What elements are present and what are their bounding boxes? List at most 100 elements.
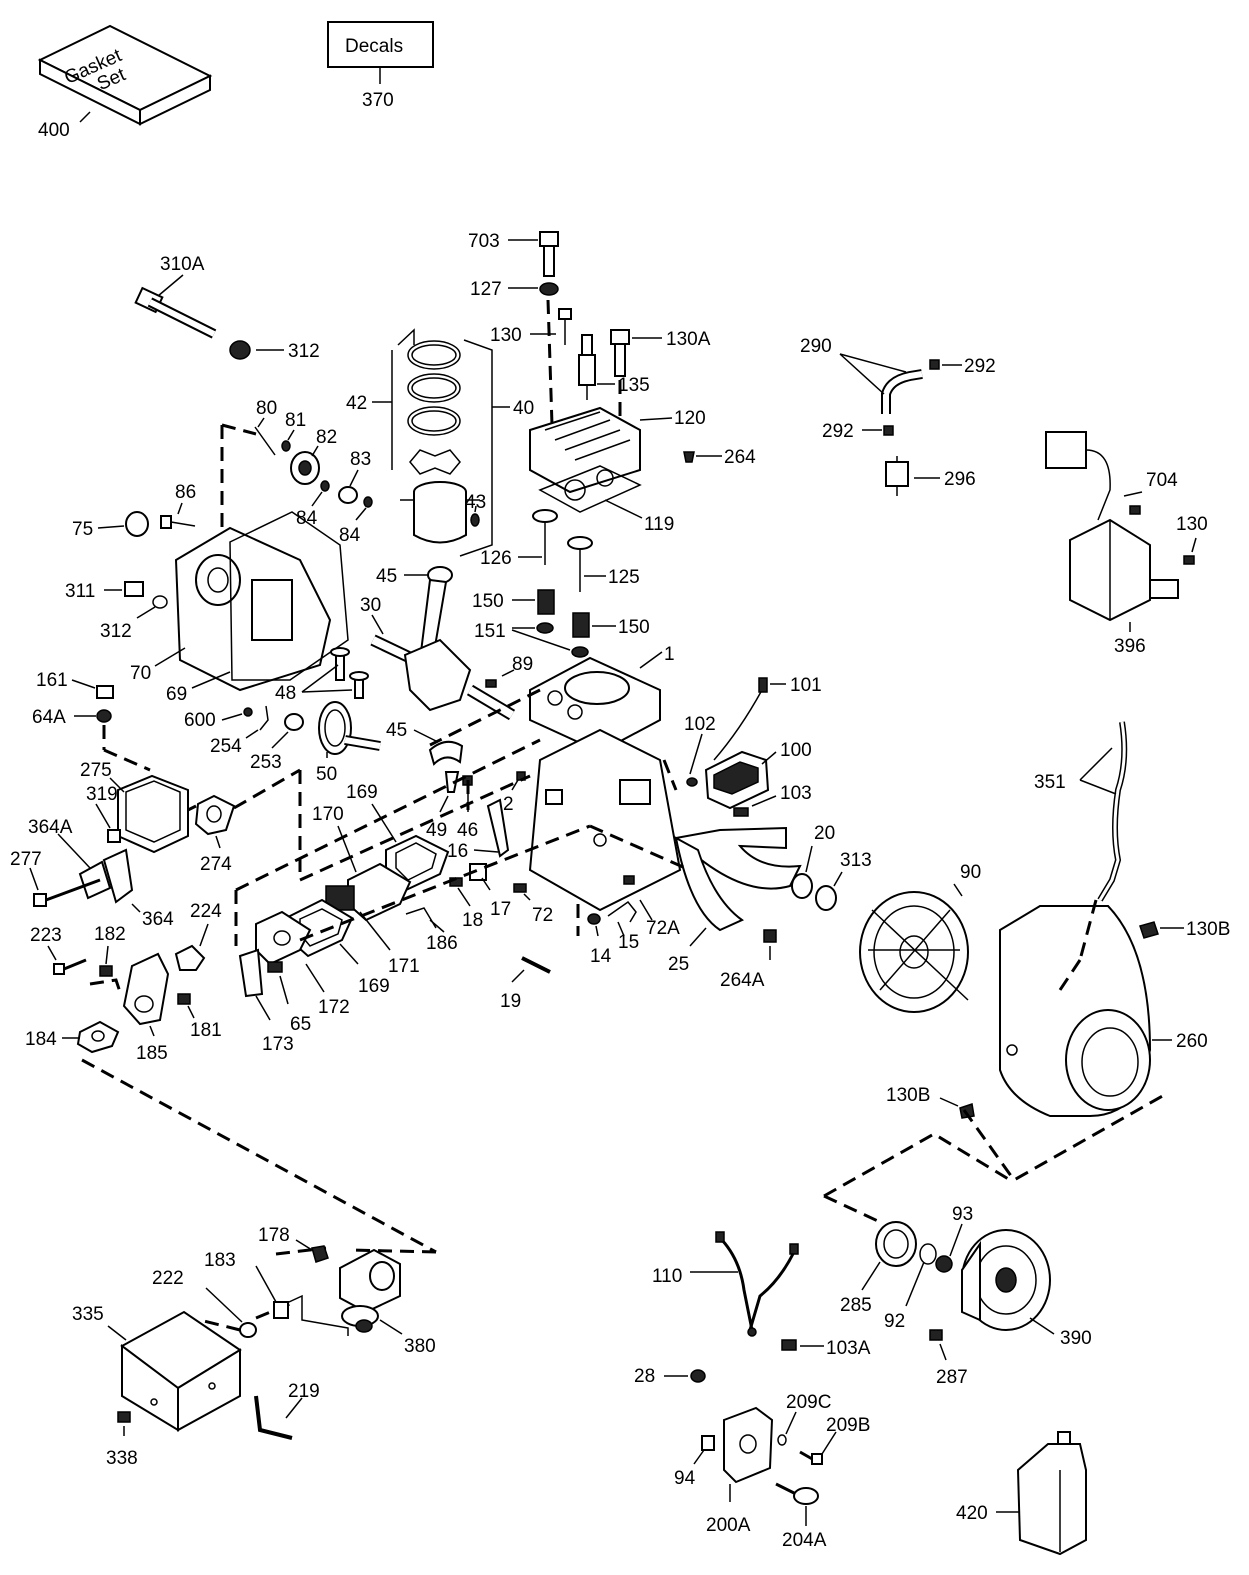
callout-169a: 169 — [346, 782, 378, 803]
callout-703: 703 — [468, 231, 500, 252]
rod-bolt-49 — [444, 771, 460, 793]
screw-65 — [267, 961, 283, 973]
callout-222: 222 — [152, 1268, 184, 1289]
intake-elbow-185 — [122, 952, 170, 1026]
piston-rings-42 — [407, 340, 461, 475]
spark-boot-101 — [758, 677, 768, 693]
callout-42: 42 — [346, 393, 367, 414]
recoil-starter-390 — [961, 1229, 1051, 1331]
rod-219 — [254, 1395, 293, 1440]
dipstick-tube-310A — [134, 286, 217, 339]
callout-338: 338 — [106, 1448, 138, 1469]
plug-600 — [243, 707, 253, 717]
callout-277: 277 — [10, 849, 42, 870]
cylinder-head-120 — [529, 406, 641, 494]
callout-90: 90 — [960, 862, 981, 883]
callout-351: 351 — [1034, 772, 1066, 793]
bushing-253 — [284, 713, 304, 731]
seal-75 — [125, 511, 149, 537]
blower-housing-260 — [999, 905, 1152, 1117]
clamp-292a — [929, 359, 940, 370]
cover-gasket-69 — [229, 511, 349, 681]
oil-bottle-420 — [1016, 1431, 1087, 1556]
decals-box: Decals — [327, 21, 434, 68]
callout-46: 46 — [457, 820, 478, 841]
drain-plug-72A — [623, 875, 635, 885]
callout-72A: 72A — [646, 918, 680, 939]
breather-264 — [683, 451, 695, 463]
spark-plug-135 — [578, 334, 596, 400]
screw-130B-b — [959, 1103, 975, 1119]
bracket-364A — [78, 860, 112, 900]
callout-130A: 130A — [666, 329, 711, 350]
screw-182 — [99, 965, 113, 977]
screw-103A — [781, 1339, 797, 1351]
callout-290: 290 — [800, 336, 832, 357]
screw-130 — [558, 308, 572, 345]
breather-element-171 — [325, 885, 355, 911]
callout-223: 223 — [30, 925, 62, 946]
callout-296: 296 — [944, 469, 976, 490]
callout-311: 311 — [65, 581, 95, 602]
crankshaft-30 — [370, 634, 516, 721]
spring-19 — [521, 956, 551, 974]
callout-370: 370 — [362, 90, 394, 111]
plug-94 — [701, 1435, 715, 1451]
callout-184: 184 — [25, 1029, 57, 1050]
callout-30: 30 — [360, 595, 381, 616]
screw-178 — [311, 1245, 329, 1263]
callout-396: 396 — [1114, 636, 1146, 657]
retainer-151b — [571, 646, 589, 658]
callout-254: 254 — [210, 736, 242, 757]
screw-209B — [799, 1450, 823, 1465]
retainer-151a — [536, 622, 554, 634]
callout-264: 264 — [724, 447, 756, 468]
callout-103: 103 — [780, 783, 812, 804]
callout-182: 182 — [94, 924, 126, 945]
callout-313: 313 — [840, 850, 872, 871]
callout-600: 600 — [184, 710, 216, 731]
brake-15 — [607, 900, 637, 923]
callout-81: 81 — [285, 410, 306, 431]
governor-lever-16 — [486, 798, 510, 858]
callout-125: 125 — [608, 567, 640, 588]
washer-209C — [777, 1434, 787, 1446]
callout-209C: 209C — [786, 1392, 831, 1413]
plug-28 — [690, 1369, 706, 1383]
callout-292a: 292 — [964, 356, 996, 377]
callout-84b: 84 — [339, 525, 361, 546]
callout-69: 69 — [166, 684, 187, 705]
screw-319 — [107, 829, 121, 843]
screw-287 — [929, 1329, 943, 1341]
decals-label: Decals — [345, 36, 403, 57]
callout-16: 16 — [447, 841, 468, 862]
callout-171: 171 — [388, 956, 420, 977]
governor-gear-82 — [290, 451, 320, 485]
callout-169b: 169 — [358, 976, 390, 997]
breather-tube-173 — [238, 948, 264, 998]
valve-126 — [532, 509, 558, 565]
carburetor-380 — [339, 1248, 401, 1333]
rod-cap-45b — [428, 740, 464, 766]
callout-101: 101 — [790, 675, 822, 696]
drain-plug-72 — [513, 883, 527, 893]
head-bolt-130A — [610, 329, 630, 377]
screw-130B-a — [1139, 921, 1159, 939]
callout-100: 100 — [780, 740, 812, 761]
seal-313 — [815, 885, 837, 911]
callout-150b: 150 — [618, 617, 650, 638]
callout-45b: 45 — [386, 720, 407, 741]
washer-81 — [281, 440, 291, 452]
washer-84b — [363, 496, 373, 508]
gasket-set-box: Gasket Set — [37, 24, 213, 126]
valve-spring-150a — [537, 589, 555, 615]
bushing-222 — [239, 1322, 257, 1338]
callout-93: 93 — [952, 1204, 973, 1225]
callout-103A: 103A — [826, 1338, 871, 1359]
ignition-coil-100 — [704, 750, 770, 810]
callout-310A: 310A — [160, 254, 205, 275]
electric-starter-396 — [1045, 431, 1179, 622]
callout-14: 14 — [590, 946, 612, 967]
callout-181: 181 — [190, 1020, 222, 1041]
callout-110: 110 — [652, 1266, 682, 1287]
